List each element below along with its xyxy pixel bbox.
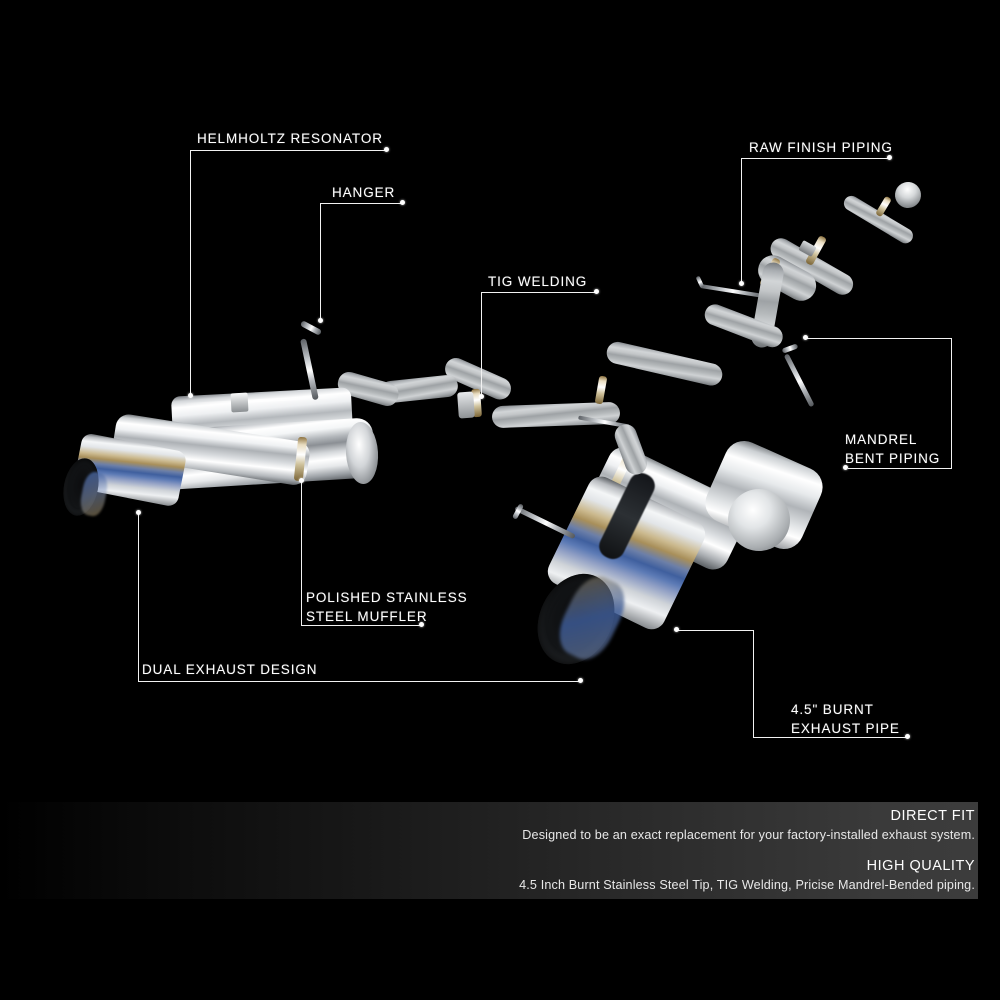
leader-line-dual-vertical (138, 512, 139, 681)
callout-label-mandrel-line1: MANDREL (845, 432, 918, 447)
leader-line-tig-horizontal (481, 292, 596, 293)
hanger-rod-upper-tip (695, 275, 705, 289)
leader-line-hanger-vertical (320, 203, 321, 321)
callout-label-helmholtz-resonator: HELMHOLTZ RESONATOR (197, 131, 383, 146)
footer-heading-direct-fit: DIRECT FIT (890, 808, 975, 824)
leader-line-muffler-horizontal (301, 625, 421, 626)
leader-line-burnt-vertical (753, 630, 754, 738)
leader-dot-dual-target-right (578, 678, 583, 683)
callout-label-tig-welding: TIG WELDING (488, 274, 588, 289)
leader-dot-raw-label (887, 155, 892, 160)
hanger-rod-rear-right (783, 353, 815, 408)
leader-dot-dual-target-left (136, 510, 141, 515)
leader-line-muffler-vertical (301, 480, 302, 625)
footer-description-direct-fit: Designed to be an exact replacement for … (522, 828, 975, 842)
callout-label-muffler-line1: POLISHED STAINLESS (306, 590, 468, 605)
leader-line-dual-horizontal (138, 681, 582, 682)
footer-description-high-quality: 4.5 Inch Burnt Stainless Steel Tip, TIG … (519, 878, 975, 892)
callout-label-raw-finish-piping: RAW FINISH PIPING (749, 140, 893, 155)
flange-end-upper (890, 177, 926, 213)
leader-line-raw-vertical (741, 158, 742, 284)
leader-dot-tig-target (479, 394, 484, 399)
hanger-rod-rear-left (514, 505, 576, 540)
leader-line-raw-horizontal (741, 158, 889, 159)
leader-line-hanger-horizontal (320, 203, 402, 204)
callout-label-hanger: HANGER (332, 185, 396, 200)
leader-line-mandrel-bottom (848, 468, 952, 469)
leader-dot-hanger-target (318, 318, 323, 323)
leader-dot-helmholtz-label (384, 147, 389, 152)
leader-line-helmholtz-vertical (190, 150, 191, 396)
callout-label-burnt-line1: 4.5" BURNT (791, 702, 874, 717)
weld-ring-right (594, 375, 608, 405)
leader-line-burnt-bottom (753, 737, 909, 738)
leader-line-mandrel-vertical (951, 338, 952, 469)
footer-feature-list: DIRECT FIT Designed to be an exact repla… (275, 806, 975, 906)
mid-pipe-right-run (604, 339, 725, 388)
tig-weld-clamp-center (457, 391, 475, 419)
resonator-bracket (230, 392, 249, 413)
footer-heading-high-quality: HIGH QUALITY (866, 858, 975, 874)
rear-canister-end-cap (728, 489, 790, 551)
leader-line-burnt-top (678, 630, 754, 631)
leader-dot-muffler-target (299, 478, 304, 483)
callout-label-dual-exhaust-design: DUAL EXHAUST DESIGN (142, 662, 318, 677)
leader-dot-raw-target (739, 281, 744, 286)
hanger-rod-rear-right-tip (781, 343, 799, 354)
mid-pipe-center-run (491, 401, 621, 429)
footer-gradient-band (0, 802, 978, 899)
callout-label-mandrel-line2: BENT PIPING (845, 451, 941, 466)
leader-dot-hanger-label (400, 200, 405, 205)
leader-line-mandrel-top (807, 338, 952, 339)
leader-dot-burnt-label (905, 734, 910, 739)
callout-label-muffler-line2: STEEL MUFFLER (306, 609, 428, 624)
leader-dot-tig-label (594, 289, 599, 294)
hanger-rod-upper (700, 284, 764, 298)
leader-dot-helmholtz-target (188, 393, 193, 398)
leader-line-tig-vertical (481, 292, 482, 397)
leader-dot-burnt-target (674, 627, 679, 632)
leader-dot-mandrel-target (803, 335, 808, 340)
leader-dot-mandrel-label (843, 465, 848, 470)
leader-line-helmholtz-horizontal (190, 150, 386, 151)
leader-dot-muffler-label (419, 622, 424, 627)
callout-label-burnt-line2: EXHAUST PIPE (791, 721, 900, 736)
